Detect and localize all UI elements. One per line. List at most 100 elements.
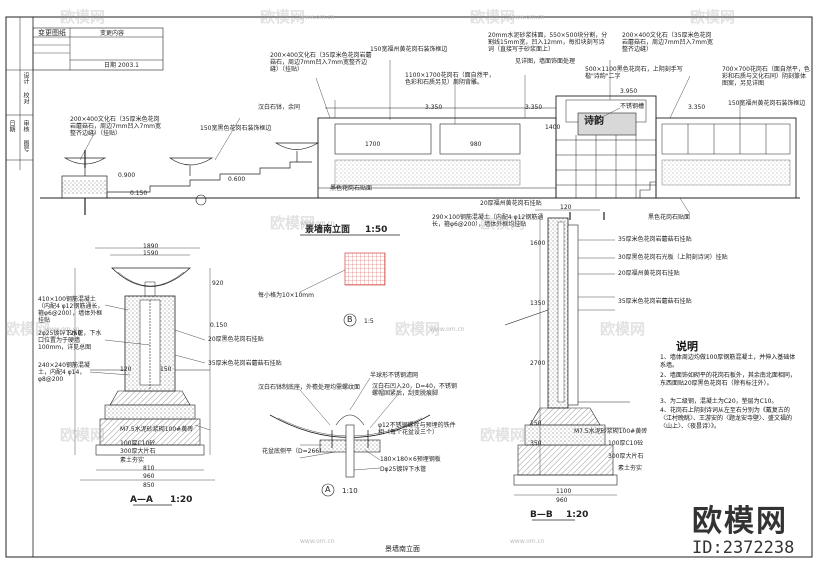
dimension: 2700 <box>530 360 546 367</box>
section-bb-title: B—B <box>530 510 553 520</box>
sheet-name: 景墙南立面 <box>385 545 420 553</box>
note-item: 3、为二级钢，混凝土为C20，垫层为C10。 <box>660 398 778 405</box>
note-item: 4、花岗石上阴刻诗词从左至右分别为《戴复古的〈江村晚眺〉、王游安的〈题龙安寺壁〉… <box>660 407 793 430</box>
watermark: 欧模网 <box>270 214 316 232</box>
level-mark: 3.950 <box>620 88 638 95</box>
brand-id: ID:2372238 <box>692 538 795 558</box>
elevation-scale: 1:50 <box>365 225 388 235</box>
elev-note: 700×700花岗石（面自然平，色彩和石质与文化石同）阴刻篆体图案，另见详图 <box>722 66 810 87</box>
section-bb-note: 35厚米色花岗岩蘑菇石挂贴 <box>618 236 692 243</box>
watermark: 欧模网 <box>60 8 106 26</box>
section-aa-title: A—A <box>130 495 153 505</box>
left-strip-label: 审核 <box>22 120 29 132</box>
elev-note: 150宽黑色花岗石装饰框边 <box>200 125 272 132</box>
watermark-url: www.om.cn <box>300 538 335 545</box>
left-strip-label: 设计 <box>22 72 29 84</box>
elev-note: 200×400文化石（35厚米色花岗岩蘑菇石，周边7mm凹入7mm宽整齐边缝）（… <box>70 116 162 137</box>
dimension: 1890 <box>143 243 159 250</box>
elev-note: 20mm水泥砂浆抹面，550×500块分割，分割线15mm宽，凹入12mm，每扣… <box>488 32 608 53</box>
elevation-title: 景墙南立面 <box>305 225 351 235</box>
dimension: 960 <box>143 473 155 480</box>
level-mark: 3.350 <box>425 104 443 111</box>
watermark-url: www.om.cn <box>430 326 465 333</box>
left-strip-label: 日期 <box>8 120 15 132</box>
elev-note: 150宽福州黄花岗石装饰框边 <box>728 100 806 107</box>
section-bb-note: 素土夯实 <box>618 465 643 472</box>
watermark: 欧模网 <box>690 8 736 26</box>
left-strip-label: 校对 <box>22 92 29 104</box>
section-bb-note: 290×100钢筋混凝土（内配4 φ12钢筋通长，箍φ6@200），墙体外框均挂… <box>432 214 544 228</box>
detail-b-mark: B <box>347 315 353 324</box>
elev-note: 200×400文化石（35厚米色花岗岩蘑菇石，周边7mm凹入7mm宽整齐边缝） <box>622 32 714 53</box>
detail-a-note: φ12不锈钢螺栓与预埋的铁件相（每个花盆设三个） <box>378 422 456 436</box>
level-mark: 0.150 <box>130 190 148 197</box>
note-item: 1、墙体周边均做100厚钢筋混凝土，并伸入基础体系墙。 <box>660 354 796 369</box>
left-strip-label: 图号 <box>22 140 29 152</box>
elev-note: 1100×1700花岗石（面自然平，色彩和石质另见）周阴背雕。 <box>405 72 495 86</box>
dimension: 1400 <box>545 124 561 131</box>
level-mark: 0.900 <box>118 172 136 179</box>
detail-a-note: 汉白石钵制底座，外檐处理均需螺纹面 <box>258 384 361 391</box>
elev-note: 不锈钢槽 <box>620 103 645 110</box>
detail-a-scale: 1:10 <box>342 487 358 495</box>
dimension: 1600 <box>530 240 546 247</box>
section-aa-note: 410×100钢筋混凝土（内配4 φ12钢筋通长，箍φ6@200），墙体外框挂贴 <box>38 296 104 324</box>
elev-note: 见详图，墙面饰面处理 <box>515 58 576 65</box>
section-aa-note: M7.5水泥砂浆砌100#黄砖 <box>120 426 194 433</box>
dimension: 120 <box>560 204 572 211</box>
level-mark: 0.150 <box>210 322 228 329</box>
dimension: 150 <box>160 366 172 373</box>
section-aa-note: 240×240钢筋混凝土，内配4 φ14，φ8@200 <box>38 362 90 383</box>
section-aa-note: 20厚黑色花岗石挂贴 <box>208 336 264 343</box>
elev-note: 汉白石钵，余同 <box>258 104 301 111</box>
elev-note: 20厚福州黄花岗石挂贴 <box>480 200 542 207</box>
change-table-title: 变更图纸 <box>38 29 66 37</box>
detail-a-note: 半球形不锈钢滤网 <box>370 372 419 379</box>
section-aa-note: 100厚C10砼 <box>120 440 156 447</box>
section-bb-note: 30厚黑色花岗石光板（上阴刻诗词）挂贴 <box>618 254 728 261</box>
elev-note: 黑色花岗石贴面 <box>648 214 691 221</box>
section-bb-note: 300厚大片石 <box>608 453 644 460</box>
dimension: 1250 <box>66 330 82 337</box>
dimension: 980 <box>470 141 482 148</box>
dimension: 1700 <box>365 141 381 148</box>
watermark: 欧模网 <box>480 214 526 232</box>
watermark-url: www.om.cn <box>45 326 80 333</box>
dimension: 120 <box>120 366 132 373</box>
watermark: 欧模网 <box>480 426 526 444</box>
level-mark: 0.600 <box>228 176 246 183</box>
watermark-url: www.om.cn <box>510 14 545 21</box>
dimension: 1100 <box>556 488 572 495</box>
dimension: 350 <box>530 440 542 447</box>
note-item: 2、墙面饰如砌平的花岗石板外，其余南北面相同，东西面贴20厚黑色花岗石（除有标注… <box>660 372 796 387</box>
detail-b-scale: 1:5 <box>364 318 374 325</box>
watermark: 欧模网 <box>5 320 51 338</box>
watermark-url: www.om.cn <box>510 538 545 545</box>
detail-a-note: 花盆底侧平（D=266） <box>262 448 326 455</box>
watermark: 欧模网 <box>60 426 106 444</box>
section-aa-note: 300厚大片石 <box>120 448 156 455</box>
section-aa-note: 2φ25镀锌下水管，下水口位置为于硬墙100mm，详见总图 <box>38 330 102 351</box>
section-bb-scale: 1:20 <box>566 510 589 520</box>
elev-note: 150宽福州黄花岗石装饰框边 <box>370 46 448 53</box>
dimension: 960 <box>556 497 568 504</box>
date-value: 2003.1 <box>118 62 139 69</box>
section-bb-note: 20厚福州黄花岗石挂贴 <box>618 270 680 277</box>
elev-note: 200×400文化石（35厚米色花岗岩蘑菇石，周边7mm凹入7mm宽整齐边缝）（… <box>270 52 372 73</box>
notes-title: 说明 <box>676 340 698 353</box>
brand-logo: 欧模网 <box>692 504 788 539</box>
watermark-url: www.om.cn <box>300 14 335 21</box>
section-aa-scale: 1:20 <box>170 495 193 505</box>
dimension: 920 <box>212 280 224 287</box>
watermark: 欧模网 <box>395 320 441 338</box>
watermark: 欧模网 <box>600 320 646 338</box>
dimension: 1350 <box>530 300 546 307</box>
detail-a-note: 汉白石凹入20，D=40，不锈钢螺帽固紧后，刮变脱痕脚 <box>372 383 457 397</box>
dimension: 1590 <box>143 250 159 257</box>
change-content-label: 变更内容 <box>100 30 125 37</box>
grid-note: 每小格为10×10mm <box>258 292 314 299</box>
dimension: 810 <box>143 465 155 472</box>
watermark-url: www.om.cn <box>300 220 335 227</box>
